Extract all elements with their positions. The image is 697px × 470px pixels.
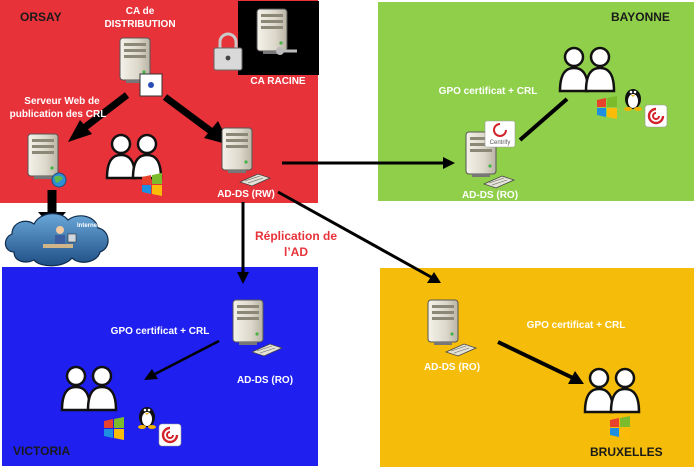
ad-ds-rw: AD-DS (RW) — [217, 127, 275, 200]
bruxelles-site: AD-DS (RO) GPO certificat + CRL — [424, 299, 641, 439]
internet-cloud: Internet — [4, 213, 109, 267]
gpo-victoria-label: GPO certificat + CRL — [111, 326, 210, 337]
region-bayonne — [378, 2, 694, 201]
globe-icon — [51, 172, 67, 188]
arrow-ca-to-webserver — [81, 92, 130, 131]
server-icon — [221, 127, 253, 174]
ad-ds-ro-bayonne-label: AD-DS (RO) — [462, 190, 518, 201]
replication-label-line2: l’AD — [284, 245, 308, 259]
centrify-label: Centrify — [490, 140, 511, 146]
ad-ds-ro-victoria-label: AD-DS (RO) — [237, 375, 293, 386]
ca-distribution-label-line2: DISTRIBUTION — [104, 19, 175, 30]
arrow-ad-rw-to-bruxelles — [277, 190, 432, 279]
centrify-icon — [643, 103, 669, 129]
web-server-label-line2: publication des CRL — [10, 109, 107, 120]
ad-ds-ro-bruxelles-label: AD-DS (RO) — [424, 362, 480, 373]
ad-ds-rw-label: AD-DS (RW) — [217, 189, 275, 200]
arrow-bruxelles-ad-to-users — [497, 340, 574, 380]
region-orsay-label: ORSAY — [20, 10, 62, 24]
arrow-bayonne-ad-to-users — [518, 97, 569, 142]
server-icon — [232, 299, 264, 346]
web-server-label-line1: Serveur Web de — [24, 96, 100, 107]
user-at-desk-icon — [43, 226, 77, 248]
key-icon — [276, 47, 297, 55]
region-victoria-label: VICTORIA — [13, 444, 70, 458]
region-bayonne-label: BAYONNE — [611, 10, 670, 24]
ca-distribution: CA de DISTRIBUTION — [104, 6, 176, 97]
ca-racine: CA RACINE — [213, 1, 319, 87]
server-icon — [427, 299, 459, 346]
web-server: Serveur Web de publication des CRL — [10, 96, 107, 188]
gpo-bayonne-label: GPO certificat + CRL — [439, 86, 538, 97]
centrify-icon — [157, 422, 183, 448]
victoria-site: GPO certificat + CRL AD-DS (RO) — [60, 299, 293, 448]
ca-distribution-label-line1: CA de — [126, 6, 155, 17]
arrow-ca-to-ad-rw — [162, 94, 215, 135]
certificate-icon — [139, 73, 163, 97]
centrify-icon: Centrify — [484, 120, 516, 148]
arrow-victoria-ad-to-users — [154, 339, 220, 376]
gpo-bruxelles-label: GPO certificat + CRL — [527, 320, 626, 331]
server-icon — [27, 133, 59, 180]
ca-racine-label: CA RACINE — [250, 76, 306, 87]
internet-label: Internet — [77, 223, 99, 229]
bayonne-site: GPO certificat + CRL Centrify AD-DS (RO) — [439, 46, 669, 201]
server-icon — [256, 8, 288, 55]
replication-label-line1: Réplication de — [255, 229, 337, 243]
region-bruxelles-label: BRUXELLES — [590, 445, 663, 459]
lock-icon — [213, 32, 243, 71]
